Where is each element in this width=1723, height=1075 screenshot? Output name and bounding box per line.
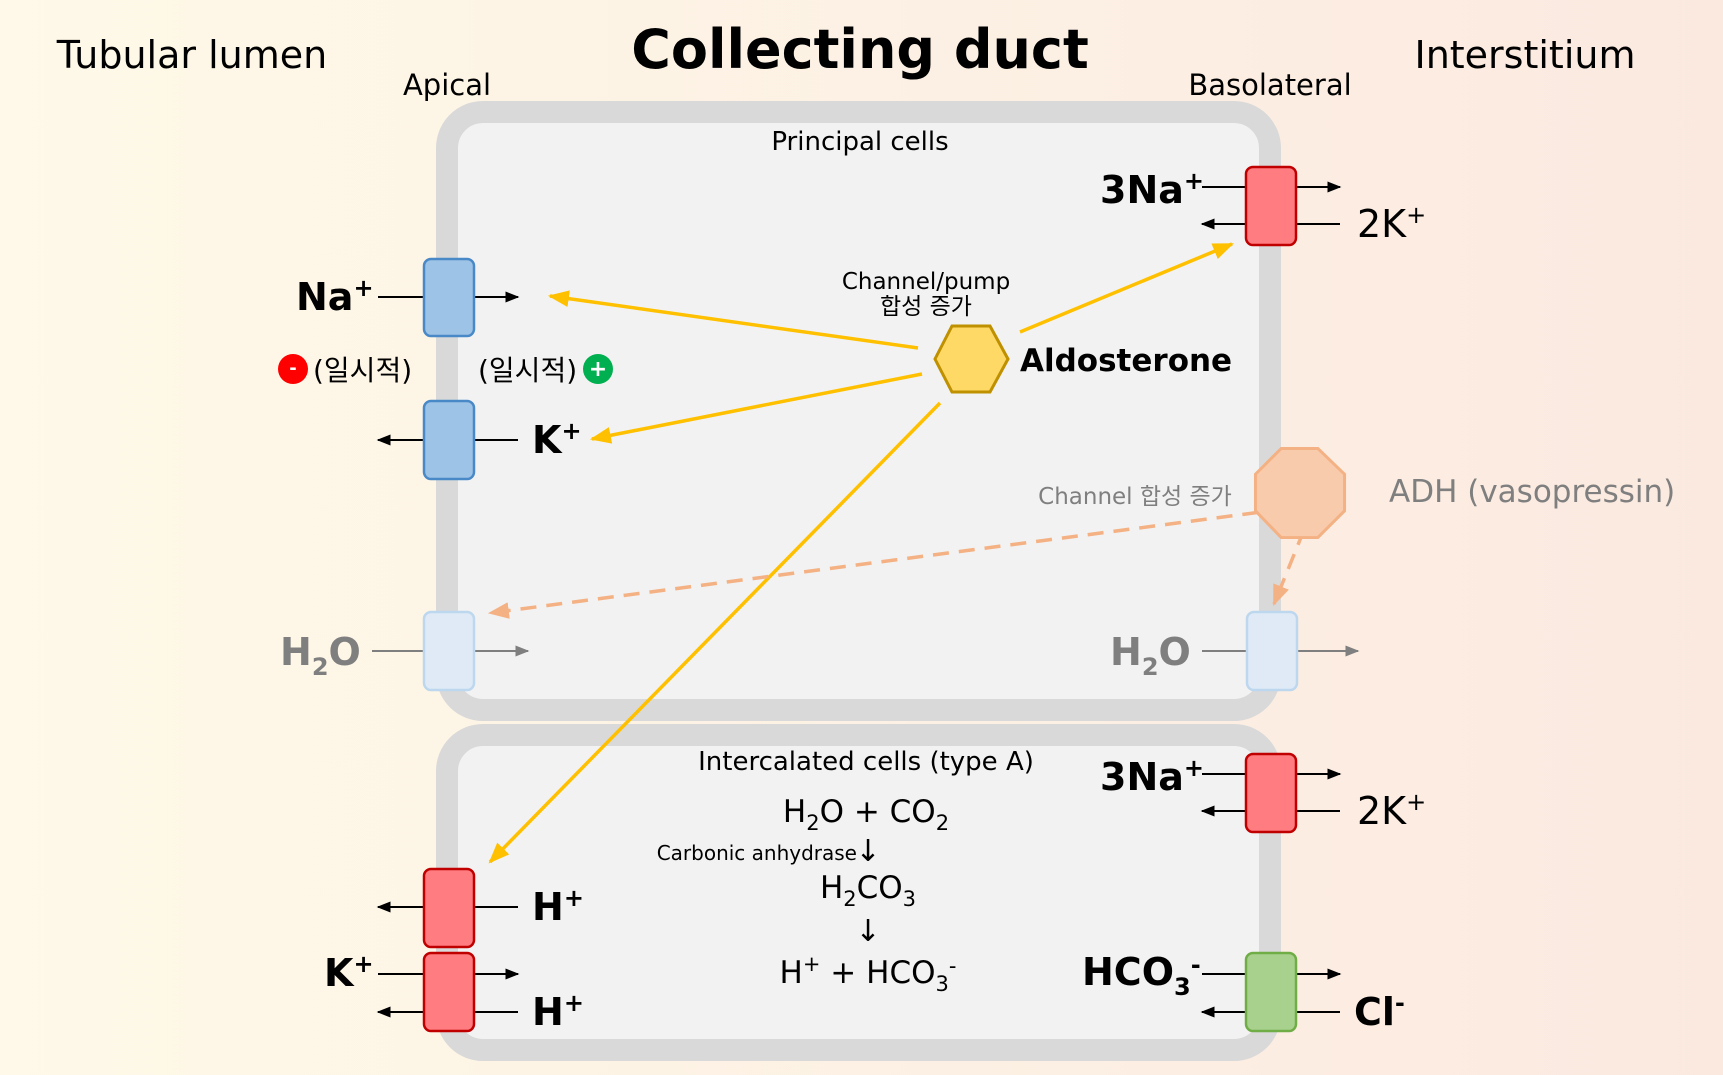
aldo-note-line2: 합성 증가 <box>880 294 972 320</box>
aldosterone-hexagon-icon <box>933 324 1010 394</box>
apical-aquaporin <box>422 610 476 692</box>
h-label-bottom: H+ <box>532 989 584 1034</box>
reaction-h2co3: H2CO3 <box>820 870 916 911</box>
intercalated-cell-label: Intercalated cells (type A) <box>698 747 1034 777</box>
ic-pump-na-label: 3Na+ <box>1100 754 1204 799</box>
apical-h-pump <box>422 867 476 949</box>
principal-pump-na-label: 3Na+ <box>1100 167 1204 212</box>
page-title: Collecting duct <box>631 18 1089 81</box>
k-in-label: K+ <box>324 950 374 995</box>
apical-k-channel <box>422 399 476 481</box>
plus-icon <box>583 354 613 384</box>
apical-label: Apical <box>403 68 491 102</box>
hco3-label: HCO3- <box>1082 950 1201 1001</box>
basolateral-label: Basolateral <box>1188 68 1351 102</box>
principal-cell-label: Principal cells <box>771 127 948 157</box>
adh-to-apical-aquaporin-arrow <box>487 507 1285 619</box>
lumen-label: Tubular lumen <box>56 33 327 77</box>
k-label: K+ <box>532 417 582 462</box>
na-label: Na+ <box>296 274 374 319</box>
h2o-apical-label: H2O <box>280 630 361 681</box>
minus-icon-sign: - <box>289 358 296 379</box>
aldo-note-line1: Channel/pump <box>842 269 1010 295</box>
adh-to-basolateral-aquaporin-arrow <box>1272 529 1306 606</box>
reaction-h2o-co2: H2O + CO2 <box>783 794 949 835</box>
apical-na-channel <box>422 257 476 338</box>
basolateral-aquaporin <box>1245 610 1299 692</box>
reaction-arrow-1: ↓ <box>855 834 880 869</box>
aldo-to-h-pump-arrow <box>488 401 942 864</box>
reaction-h-hco3: H+ + HCO3- <box>780 952 957 996</box>
principal-na-k-pump <box>1244 165 1298 247</box>
transient-left-label: (일시적) <box>313 354 412 387</box>
h-label-top: H+ <box>532 884 584 929</box>
aldo-to-na-arrow <box>547 290 919 350</box>
principal-pump-k-label: 2K+ <box>1357 201 1426 246</box>
adh-note: Channel 합성 증가 <box>1038 484 1232 510</box>
enzyme-label: Carbonic anhydrase <box>657 841 857 865</box>
adh-octagon-icon <box>1253 446 1347 540</box>
aldo-to-k-arrow <box>589 372 923 444</box>
adh-label: ADH (vasopressin) <box>1389 474 1675 510</box>
reaction-arrow-2: ↓ <box>855 914 880 949</box>
basolateral-hco3-cl-exchanger <box>1244 951 1298 1033</box>
h2o-basolateral-label: H2O <box>1110 630 1191 681</box>
ic-pump-k-label: 2K+ <box>1357 788 1426 833</box>
transient-right-label: (일시적) <box>478 354 577 387</box>
plus-icon-sign: + <box>589 357 607 382</box>
intercalated-na-k-pump <box>1244 752 1298 834</box>
aldo-to-pump-arrow <box>1019 242 1234 334</box>
interstitium-label: Interstitium <box>1414 33 1635 77</box>
minus-icon <box>278 354 308 384</box>
apical-h-k-atpase <box>422 951 476 1033</box>
aldosterone-label: Aldosterone <box>1020 343 1232 379</box>
cl-label: Cl- <box>1354 989 1405 1034</box>
